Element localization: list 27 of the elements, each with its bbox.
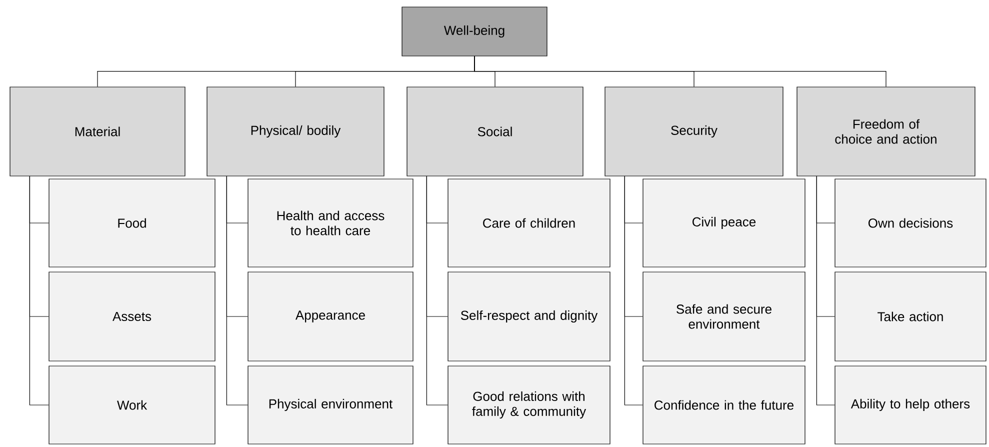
item-box: Ability to help others: [834, 366, 986, 444]
connector-line: [474, 56, 886, 87]
item-box: Good relations with family & community: [448, 366, 610, 444]
category-box: Security: [604, 86, 784, 176]
item-box: Own decisions: [834, 178, 986, 268]
item-box: Work: [48, 366, 216, 444]
category-box: Freedom of choice and action: [796, 86, 976, 176]
item-box: Civil peace: [642, 178, 806, 268]
item-box: Health and access to health care: [248, 178, 414, 268]
category-box: Material: [10, 86, 186, 176]
item-box: Safe and secure environment: [642, 272, 806, 362]
item-box: Physical environment: [248, 366, 414, 444]
connector-line: [226, 176, 248, 406]
root-box: Well-being: [402, 6, 548, 56]
item-box: Care of children: [448, 178, 610, 268]
item-box: Self-respect and dignity: [448, 272, 610, 362]
item-box: Assets: [48, 272, 216, 362]
category-box: Physical/ bodily: [206, 86, 384, 176]
category-box: Social: [406, 86, 584, 176]
connector-line: [426, 176, 448, 406]
item-box: Appearance: [248, 272, 414, 362]
connector-line: [29, 176, 50, 406]
connector-line: [816, 176, 835, 406]
item-box: Food: [48, 178, 216, 268]
item-box: Confidence in the future: [642, 366, 806, 444]
connector-line: [624, 176, 643, 406]
item-box: Take action: [834, 272, 986, 362]
